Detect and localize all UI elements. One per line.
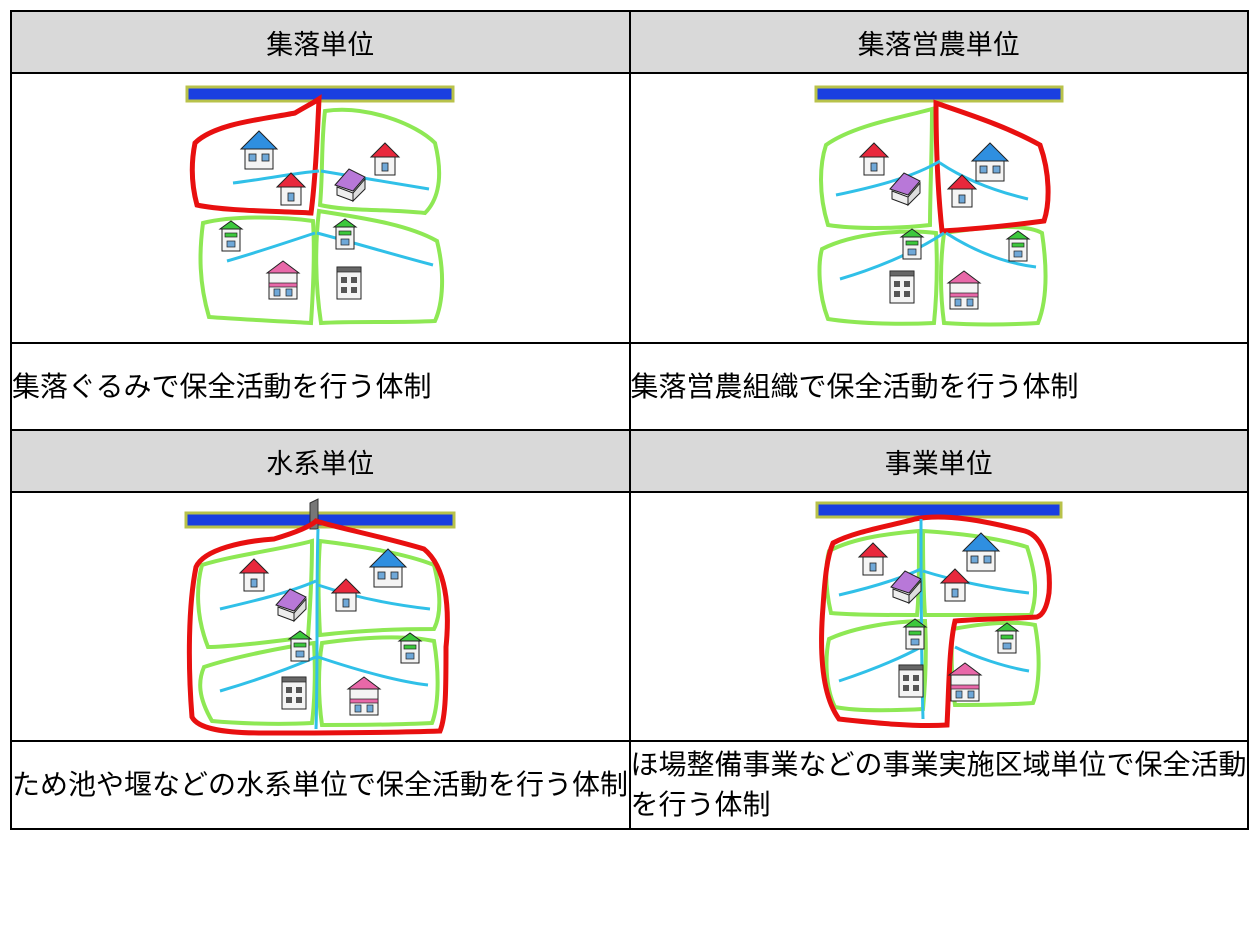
header-project-label: 事業単位 (884, 448, 993, 480)
field-outline (824, 528, 921, 617)
house-icon (889, 172, 921, 206)
house-icon (971, 142, 1009, 182)
house-icon (898, 664, 924, 697)
header-village-label: 集落単位 (266, 29, 375, 61)
project-boundary (818, 513, 1052, 728)
house-icon (336, 266, 362, 300)
description-village: 集落ぐるみで保全活動を行う体制 (12, 369, 432, 403)
house-icon (239, 558, 269, 591)
house-icon (276, 172, 306, 206)
header-cell-collective-farming: 集落営農単位 (628, 10, 1249, 74)
description-cell-collective-farming: 集落営農組織で保全活動を行う体制 (628, 342, 1249, 431)
canal (839, 231, 945, 281)
canal (944, 231, 1036, 269)
description-cell-water-system: ため池や堰などの水系単位で保全活動を行う体制 (10, 740, 631, 830)
canal (317, 655, 429, 686)
village-unit-illustration (185, 85, 455, 326)
field-outline (817, 229, 939, 326)
header-water-system-label: 水系単位 (266, 448, 375, 480)
house-icon (219, 220, 243, 252)
house-icon (331, 578, 361, 611)
collective-farming-unit-illustration (814, 85, 1064, 327)
water-system-boundary (187, 517, 451, 736)
header-collective-farming-label: 集落営農単位 (857, 29, 1020, 61)
house-icon (940, 568, 970, 601)
canal (226, 231, 316, 263)
canal (316, 231, 434, 267)
canal (835, 159, 941, 197)
canal (954, 645, 1029, 672)
field-outline (938, 224, 1048, 327)
illustration-cell-water-system (10, 491, 631, 742)
village-boundary (190, 94, 322, 216)
house-icon (333, 218, 357, 250)
header-cell-village: 集落単位 (10, 10, 631, 74)
description-cell-village: 集落ぐるみで保全活動を行う体制 (10, 342, 631, 431)
illustration-cell-project (628, 491, 1249, 742)
canal (233, 169, 320, 185)
field-outline (314, 208, 445, 326)
project-unit-illustration (815, 501, 1063, 728)
comparison-table: 集落単位 集落営農単位 (10, 10, 1249, 830)
canal (838, 645, 922, 682)
illustration-cell-village (10, 72, 631, 344)
house-icon (889, 270, 915, 304)
river (814, 85, 1064, 103)
field-outline (198, 215, 317, 326)
house-icon (995, 622, 1019, 653)
canal (314, 528, 320, 729)
house-icon (859, 142, 889, 176)
field-outline (818, 106, 934, 230)
field-outline (316, 538, 442, 637)
canal (320, 169, 430, 191)
field-outline (317, 634, 440, 727)
house-icon (240, 130, 278, 170)
canal (938, 161, 1029, 201)
house-icon (1006, 230, 1030, 262)
field-outline (198, 640, 318, 726)
house-icon (370, 142, 400, 176)
house-icon (266, 260, 300, 300)
water-system-unit-illustration (184, 497, 456, 736)
description-collective-farming: 集落営農組織で保全活動を行う体制 (630, 369, 1079, 403)
canal (219, 579, 317, 610)
canal (838, 567, 922, 596)
house-icon (947, 270, 981, 310)
header-cell-water-system: 水系単位 (10, 429, 631, 493)
illustration-cell-collective-farming (628, 72, 1249, 344)
description-project: ほ場整備事業などの事業実施区域単位で保全活動を行う体制 (630, 748, 1247, 821)
canal (317, 583, 431, 610)
field-outline (318, 107, 442, 216)
collective-boundary (933, 99, 1051, 234)
description-cell-project: ほ場整備事業などの事業実施区域単位で保全活動を行う体制 (628, 740, 1249, 830)
canal (922, 569, 1029, 594)
header-cell-project: 事業単位 (628, 429, 1249, 493)
house-icon (858, 542, 888, 575)
description-water-system: ため池や堰などの水系単位で保全活動を行う体制 (12, 768, 629, 801)
house-icon (281, 676, 307, 709)
house-icon (347, 676, 381, 715)
